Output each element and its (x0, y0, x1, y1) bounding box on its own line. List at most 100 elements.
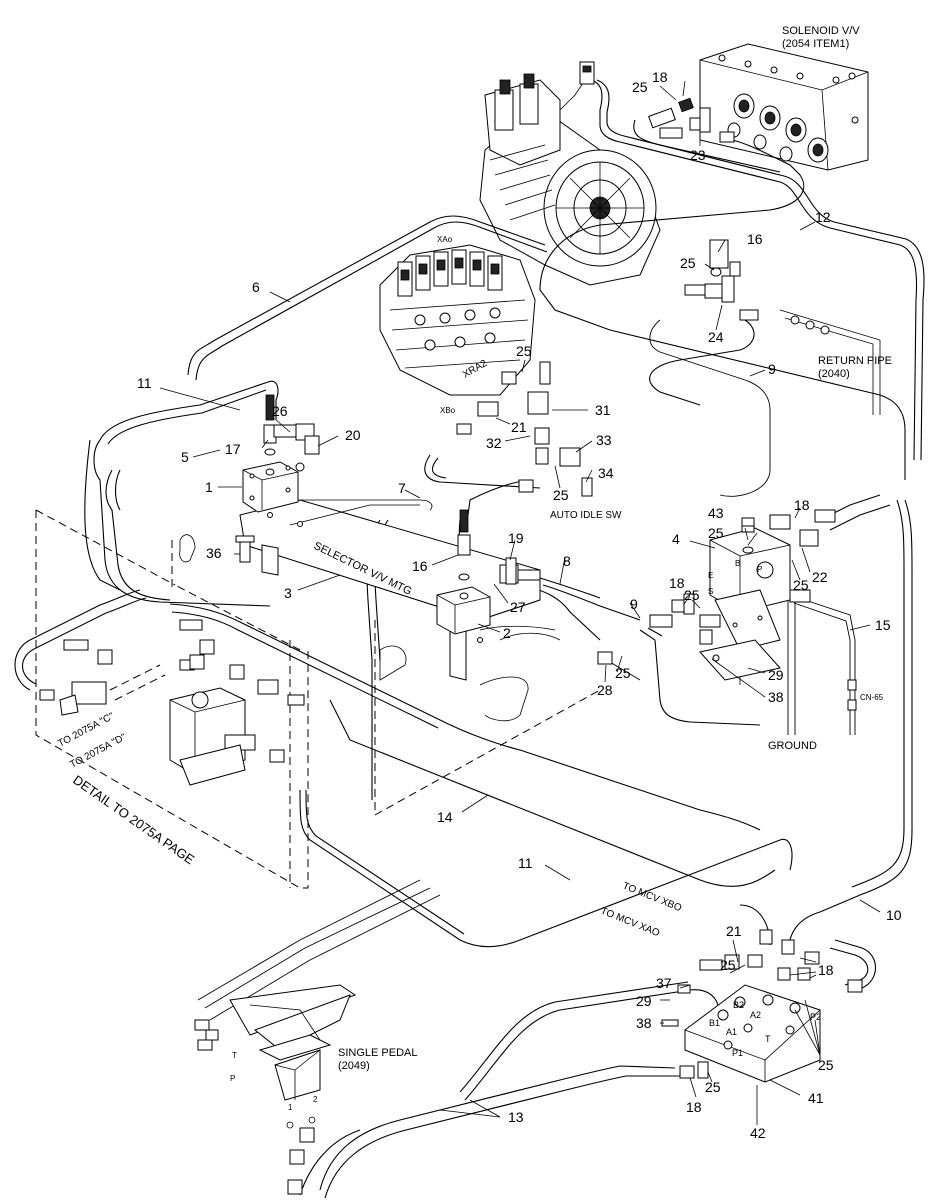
callout-21: 21 (726, 923, 742, 939)
callout-38: 38 (768, 689, 784, 705)
callout-18: 18 (686, 1099, 702, 1115)
label-to-mcv-xao: TO MCV XAO (599, 906, 661, 940)
label-single-pedal-1: SINGLE PEDAL (338, 1047, 417, 1059)
callout-21: 21 (511, 419, 527, 435)
detail-valve-2075a (59, 681, 256, 786)
label-solenoid-2: (2054 ITEM1) (782, 38, 849, 50)
callout-3: 3 (284, 585, 292, 601)
callout-22: 22 (812, 569, 828, 585)
callout-9: 9 (768, 361, 776, 377)
label-xao: XAo (437, 235, 453, 244)
callout-24: 24 (708, 329, 724, 345)
callout-9: 9 (630, 596, 638, 612)
callout-12: 12 (815, 209, 831, 225)
port-e: E (708, 571, 713, 580)
callout-31: 31 (595, 402, 611, 418)
pedal-port-2: 2 (313, 1095, 318, 1104)
callout-18: 18 (818, 962, 834, 978)
callout-25: 25 (793, 577, 809, 593)
valve-block-41 (684, 984, 821, 1083)
port-b: B (735, 559, 740, 568)
callout-25: 25 (516, 343, 532, 359)
solenoid-valve-block (699, 43, 869, 171)
callout-6: 6 (252, 279, 260, 295)
callout-32: 32 (486, 435, 502, 451)
port-a2: A2 (750, 1010, 761, 1020)
callout-5: 5 (181, 449, 189, 465)
callout-25: 25 (818, 1057, 834, 1073)
callout-25: 25 (632, 79, 648, 95)
callout-37: 37 (656, 975, 672, 991)
callout-25: 25 (615, 665, 631, 681)
callout-15: 15 (875, 617, 891, 633)
callout-25: 25 (684, 587, 700, 603)
callout-16: 16 (412, 558, 428, 574)
main-pump-assembly (479, 73, 661, 286)
detail-dashed-boundary (35, 509, 309, 889)
callout-29: 29 (636, 993, 652, 1009)
callout-41: 41 (808, 1090, 824, 1106)
callout-18: 18 (669, 575, 685, 591)
callout-23: 23 (690, 147, 706, 163)
hose-fittings (39, 61, 863, 1079)
leader-lines (159, 80, 881, 1125)
callout-29: 29 (768, 667, 784, 683)
callout-13: 13 (508, 1109, 524, 1125)
callout-25: 25 (708, 525, 724, 541)
label-detail-note: DETAIL TO 2075A PAGE (70, 772, 197, 867)
label-ground: GROUND (768, 740, 817, 752)
callout-14: 14 (437, 809, 453, 825)
pedal-port-1: 1 (288, 1103, 293, 1112)
valve-block-2 (436, 509, 491, 635)
callout-26: 26 (272, 403, 288, 419)
port-p2: P2 (810, 1012, 821, 1022)
main-control-valve (379, 244, 536, 396)
callout-18: 18 (794, 497, 810, 513)
callout-25: 25 (720, 957, 736, 973)
callout-33: 33 (596, 432, 612, 448)
port-a1: A1 (726, 1027, 737, 1037)
port-p: P (757, 565, 762, 574)
callout-25: 25 (553, 487, 569, 503)
port-s: S (708, 587, 713, 596)
callout-43: 43 (708, 505, 724, 521)
callout-10: 10 (886, 907, 902, 923)
port-b2: B2 (733, 1000, 744, 1010)
callout-28: 28 (597, 682, 613, 698)
callout-27: 27 (510, 599, 526, 615)
label-return-pipe-2: (2040) (818, 368, 850, 380)
callout-38: 38 (636, 1015, 652, 1031)
label-solenoid-1: SOLENOID V/V (782, 25, 860, 37)
port-t: T (765, 1034, 771, 1044)
valve-block-4 (699, 521, 791, 685)
callout-34: 34 (598, 465, 614, 481)
label-xbo: XBo (440, 406, 456, 415)
valve-block-1 (242, 394, 299, 513)
port-b1: B1 (709, 1018, 720, 1028)
callout-36: 36 (206, 545, 222, 561)
pilot-pipes (14, 79, 925, 1199)
callout-20: 20 (345, 427, 361, 443)
callout-4: 4 (672, 531, 680, 547)
callout-11: 11 (137, 375, 152, 391)
callout-11: 11 (518, 855, 533, 871)
label-return-pipe-1: RETURN PIPE (818, 355, 892, 367)
port-p1: P1 (732, 1048, 743, 1058)
callout-18: 18 (652, 69, 668, 85)
callout-8: 8 (563, 553, 571, 569)
callout-42: 42 (750, 1125, 766, 1141)
label-auto-idle-sw: AUTO IDLE SW (550, 510, 622, 521)
callout-25: 25 (680, 255, 696, 271)
callout-16: 16 (747, 231, 763, 247)
label-cn65: CN-65 (860, 693, 884, 702)
single-pedal (229, 984, 357, 1195)
callout-17: 17 (225, 441, 241, 457)
callout-25: 25 (705, 1079, 721, 1095)
part-callouts: 18 25 23 12 16 25 24 9 6 25 11 26 20 17 … (137, 69, 902, 1141)
callout-2: 2 (503, 625, 511, 641)
callout-1: 1 (205, 479, 213, 495)
pedal-port-t: T (232, 1051, 237, 1060)
callout-7: 7 (398, 480, 406, 496)
return-pipe-connections (779, 309, 881, 415)
